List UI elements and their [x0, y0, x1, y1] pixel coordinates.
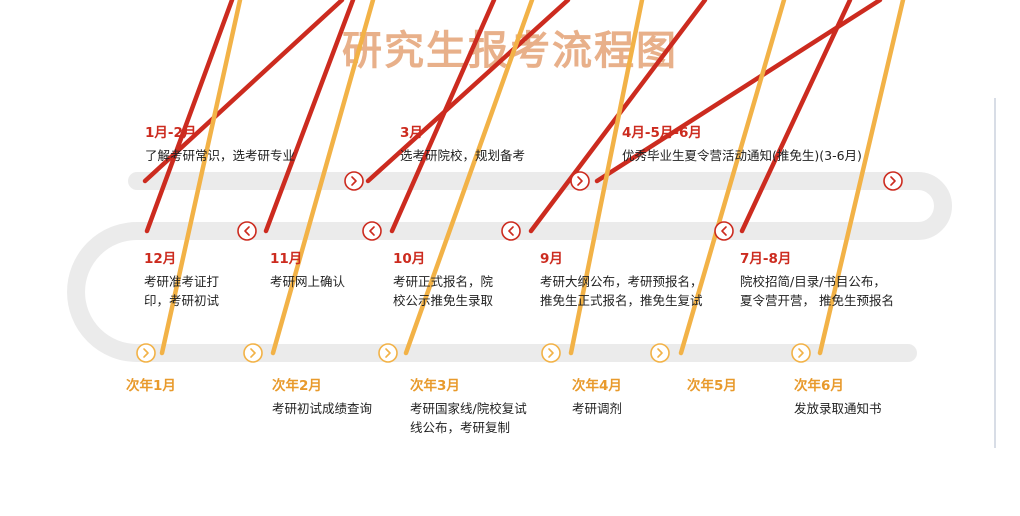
chevron-right-icon [570, 171, 590, 191]
stage-month: 7月-8月 [740, 251, 792, 267]
stage-oct: 10月 考研正式报名，院 校公示推免生录取 [393, 250, 493, 310]
stage-month: 次年4月 [572, 378, 622, 394]
stage-desc: 考研正式报名，院 校公示推免生录取 [393, 274, 494, 308]
chevron-right-icon [243, 343, 263, 363]
timeline-segment [263, 0, 356, 234]
stage-dec: 12月 考研准考证打 印，考研初试 [144, 250, 219, 310]
stage-jul-aug: 7月-8月 院校招简/目录/书目公布， 夏令营开营， 推免生预报名 [740, 250, 894, 310]
stage-next-mar: 次年3月 考研国家线/院校复试 线公布，考研复制 [410, 377, 527, 437]
stage-next-jan: 次年1月 [126, 377, 176, 399]
stage-mar: 3月 选考研院校，规划备考 [400, 124, 525, 165]
stage-desc: 院校招简/目录/书目公布， 夏令营开营， 推免生预报名 [740, 274, 894, 308]
chevron-left-icon [714, 221, 734, 241]
chevron-right-icon [650, 343, 670, 363]
timeline-segment [678, 0, 787, 356]
stage-apr-jun: 4月-5月-6月 优秀毕业生夏令营活动通知(推免生)(3-6月) [622, 124, 862, 165]
stage-month: 4月-5月-6月 [622, 125, 702, 141]
timeline-segment [403, 0, 535, 356]
stage-month: 11月 [270, 251, 303, 267]
chevron-right-icon [883, 171, 903, 191]
stage-desc: 优秀毕业生夏令营活动通知(推免生)(3-6月) [622, 148, 862, 163]
right-edge-line [994, 98, 996, 448]
stage-desc: 考研调剂 [572, 401, 623, 416]
stage-month: 1月-2月 [145, 125, 197, 141]
stage-month: 3月 [400, 125, 423, 141]
stage-next-jun: 次年6月 发放录取通知书 [794, 377, 882, 418]
timeline-segment [159, 0, 243, 356]
stage-next-may: 次年5月 [687, 377, 737, 399]
stage-desc: 选考研院校，规划备考 [400, 148, 526, 163]
timeline-segment [594, 0, 883, 184]
stage-month: 12月 [144, 251, 177, 267]
chevron-right-icon [791, 343, 811, 363]
timeline-segment [270, 0, 376, 356]
chevron-right-icon [378, 343, 398, 363]
stage-month: 次年1月 [126, 378, 176, 394]
stage-month: 次年5月 [687, 378, 737, 394]
chevron-left-icon [501, 221, 521, 241]
stage-desc: 考研国家线/院校复试 线公布，考研复制 [410, 401, 527, 435]
timeline-segment [739, 0, 853, 234]
stage-desc: 考研初试成绩查询 [272, 401, 373, 416]
timeline-segment [365, 0, 571, 184]
stage-desc: 了解考研常识，选考研专业 [145, 148, 296, 163]
chevron-right-icon [344, 171, 364, 191]
stage-sep: 9月 考研大纲公布，考研预报名， 推免生正式报名，推免生复试 [540, 250, 703, 310]
stage-desc: 考研大纲公布，考研预报名， 推免生正式报名，推免生复试 [540, 274, 703, 308]
stage-nov: 11月 考研网上确认 [270, 250, 345, 291]
chevron-right-icon [136, 343, 156, 363]
stage-month: 次年3月 [410, 378, 460, 394]
stage-month: 10月 [393, 251, 426, 267]
timeline-segment [144, 0, 235, 234]
stage-next-apr: 次年4月 考研调剂 [572, 377, 622, 418]
stage-desc: 发放录取通知书 [794, 401, 882, 416]
stage-month: 次年6月 [794, 378, 844, 394]
stage-jan-feb: 1月-2月 了解考研常识，选考研专业 [145, 124, 295, 165]
chevron-right-icon [541, 343, 561, 363]
stage-desc: 考研准考证打 印，考研初试 [144, 274, 220, 308]
timeline-segment [568, 0, 645, 356]
stage-month: 次年2月 [272, 378, 322, 394]
stage-next-feb: 次年2月 考研初试成绩查询 [272, 377, 372, 418]
chevron-left-icon [237, 221, 257, 241]
stage-desc: 考研网上确认 [270, 274, 346, 289]
stage-month: 9月 [540, 251, 563, 267]
timeline-segment [389, 0, 497, 234]
timeline-segment [817, 0, 906, 356]
chevron-left-icon [362, 221, 382, 241]
